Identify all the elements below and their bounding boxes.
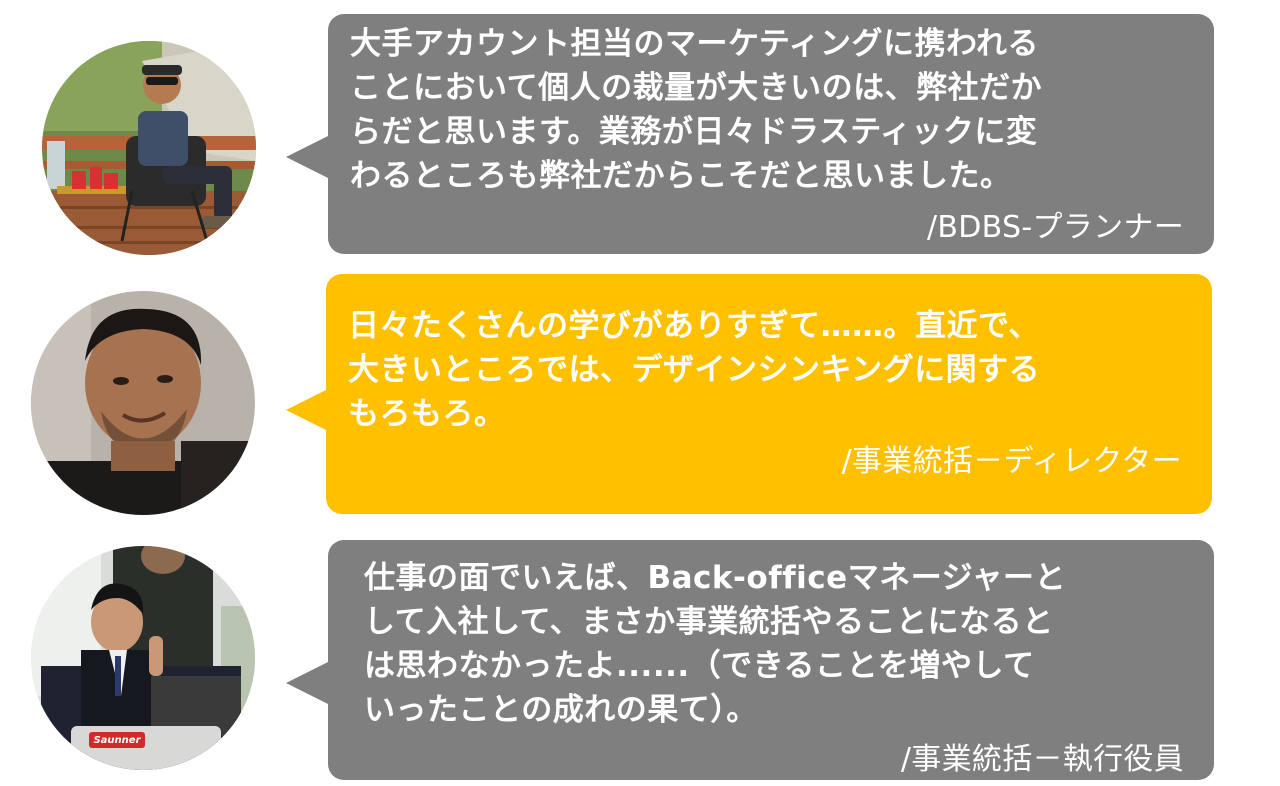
testimonial-signature: /事業統括－ディレクター — [841, 444, 1182, 479]
testimonial-signature: /事業統括－執行役員 — [900, 742, 1184, 777]
speech-bubble: 大手アカウント担当のマーケティングに携われる ことにおいて個人の裁量が大きいのは… — [328, 14, 1214, 254]
speech-bubble-tail — [286, 135, 330, 179]
speech-bubble-tail — [286, 661, 330, 705]
avatar-planner-photo — [42, 41, 256, 255]
testimonial-quote: 仕事の面でいえば、Back-officeマネージャーと して入社して、まさか事業… — [364, 560, 1067, 728]
speech-bubble-highlight: 日々たくさんの学びがありすぎて……。直近で、 大きいところでは、デザインシンキン… — [326, 274, 1212, 514]
office-photo — [31, 546, 255, 770]
testimonial-signature: /BDBS-プランナー — [926, 210, 1184, 245]
outdoor-camp-photo — [42, 41, 256, 255]
testimonial-quote: 大手アカウント担当のマーケティングに携われる ことにおいて個人の裁量が大きいのは… — [350, 26, 1043, 194]
avatar-executive-photo: Saunner — [31, 546, 255, 770]
speech-bubble: 仕事の面でいえば、Back-officeマネージャーと して入社して、まさか事業… — [328, 540, 1214, 780]
avatar-director-photo — [31, 291, 255, 515]
laptop-sticker-text: Saunner — [93, 735, 141, 746]
portrait-photo — [31, 291, 255, 515]
testimonial-quote: 日々たくさんの学びがありすぎて……。直近で、 大きいところでは、デザインシンキン… — [348, 308, 1041, 432]
speech-bubble-tail — [286, 388, 330, 432]
